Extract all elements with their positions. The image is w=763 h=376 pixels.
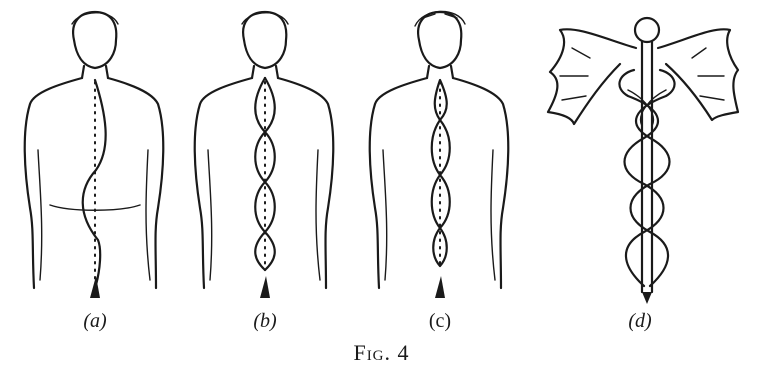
- panel-a-figure: [0, 0, 190, 305]
- panel-b-label: (b): [225, 310, 305, 333]
- panel-d-label: (d): [600, 310, 680, 333]
- torso-a-drawing: [0, 0, 190, 305]
- figure-caption: Fig. 4: [0, 340, 763, 366]
- caduceus-drawing: [548, 0, 738, 305]
- panel-d-figure: [548, 0, 738, 305]
- panel-a-label: (a): [55, 310, 135, 333]
- panel-c-figure: [345, 0, 535, 305]
- torso-c-drawing: [345, 0, 535, 305]
- panel-b-figure: [170, 0, 360, 305]
- panel-c-label: (c): [400, 310, 480, 333]
- torso-b-drawing: [170, 0, 360, 305]
